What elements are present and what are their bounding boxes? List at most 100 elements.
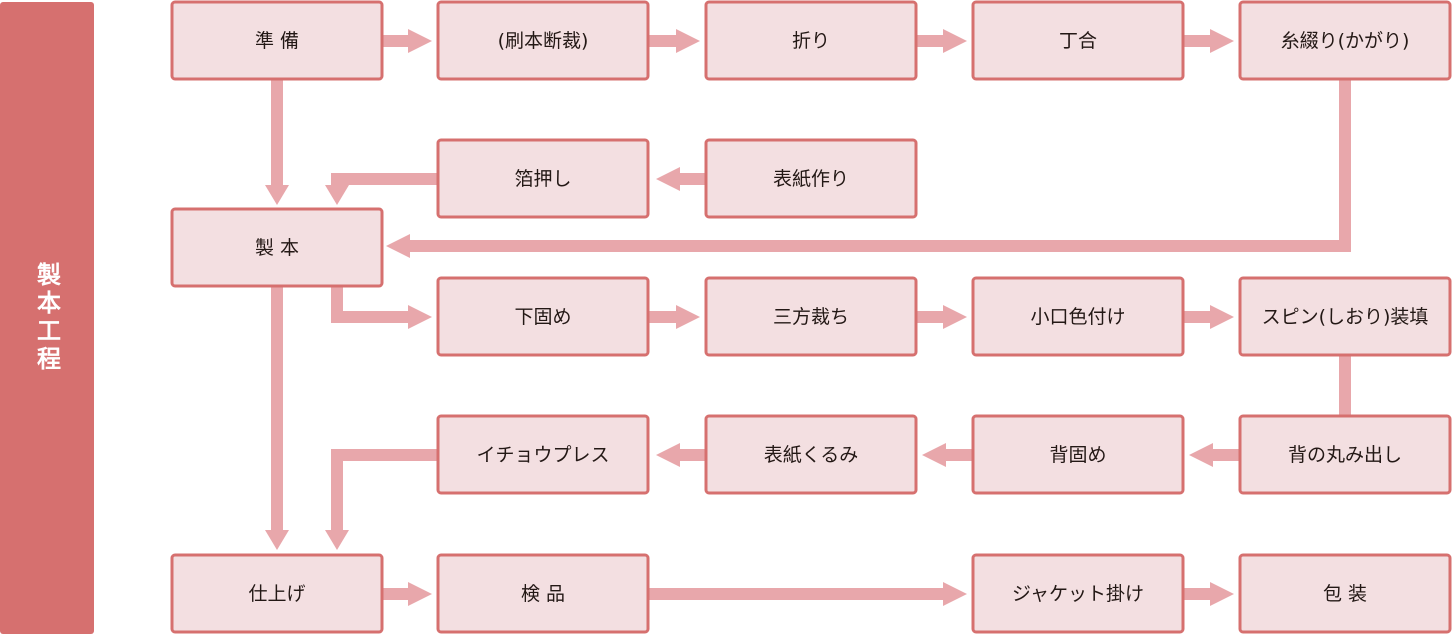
arrowhead xyxy=(943,582,967,606)
step-label: (刷本断裁) xyxy=(498,30,589,52)
arrow-kurumi-to-ichou xyxy=(656,443,706,467)
step-hyoshi: 表紙作り xyxy=(704,138,918,219)
step-box xyxy=(1238,414,1452,495)
step-label: イチョウプレス xyxy=(476,444,609,466)
step-box xyxy=(1238,0,1452,81)
step-marumi: 背の丸み出し xyxy=(1238,414,1452,495)
arrow-ori-to-chogo xyxy=(916,29,967,53)
arrowhead xyxy=(408,582,432,606)
arrow-seihon-to-shitagatame xyxy=(331,286,432,329)
step-sanpo: 三方裁ち xyxy=(704,276,918,357)
connectors xyxy=(265,29,1351,606)
step-box xyxy=(170,0,384,81)
step-label: 三方裁ち xyxy=(773,306,849,328)
step-label: 表紙くるみ xyxy=(764,444,859,466)
step-surihon: (刷本断裁) xyxy=(436,0,650,81)
arrowhead xyxy=(1210,305,1234,329)
arrowhead xyxy=(1210,582,1234,606)
step-label: ジャケット掛け xyxy=(1012,583,1144,605)
step-box xyxy=(436,276,650,357)
arrowhead xyxy=(265,185,289,205)
step-seihon: 製 本 xyxy=(170,207,384,288)
step-box xyxy=(1238,276,1452,357)
step-box xyxy=(436,138,650,219)
arrow-hakuoshi-to-seihon xyxy=(325,173,438,205)
step-label: 丁合 xyxy=(1059,30,1097,52)
arrow-segatame-to-kurumi xyxy=(922,443,973,467)
arrow-line xyxy=(410,79,1351,252)
arrowhead xyxy=(656,443,680,467)
step-ori: 折り xyxy=(704,0,918,81)
step-itotoji: 糸綴り(かがり) xyxy=(1238,0,1452,81)
arrowhead xyxy=(943,29,967,53)
step-box xyxy=(170,553,384,634)
arrowhead xyxy=(386,234,410,258)
arrow-itotoji-to-seihon xyxy=(386,79,1351,258)
step-shitagatame: 下固め xyxy=(436,276,650,357)
arrow-kenpin-to-jacket xyxy=(648,582,967,606)
step-chogo: 丁合 xyxy=(971,0,1185,81)
arrowhead xyxy=(943,305,967,329)
arrowhead xyxy=(265,530,289,550)
step-shiage: 仕上げ xyxy=(170,553,384,634)
arrow-line xyxy=(331,449,438,530)
step-label: 下固め xyxy=(514,306,571,328)
step-box xyxy=(704,276,918,357)
arrow-shitagatame-to-sanpo xyxy=(648,305,700,329)
step-box xyxy=(170,207,384,288)
step-label: 検 品 xyxy=(521,583,565,605)
arrow-shiage-to-kenpin xyxy=(382,582,432,606)
arrowhead xyxy=(408,29,432,53)
arrow-ichou-to-shiage xyxy=(325,449,438,550)
arrowhead xyxy=(1210,29,1234,53)
step-box xyxy=(436,553,650,634)
arrowhead xyxy=(656,167,680,191)
step-spin: スピン(しおり)装填 xyxy=(1238,276,1452,357)
step-box xyxy=(971,0,1185,81)
step-hoso: 包 装 xyxy=(1238,553,1452,634)
step-box xyxy=(436,0,650,81)
step-box xyxy=(436,414,650,495)
arrow-marumi-to-segatame xyxy=(1189,443,1240,467)
step-kurumi: 表紙くるみ xyxy=(704,414,918,495)
arrow-junbi-to-seihon xyxy=(265,79,289,205)
arrow-jacket-to-hoso xyxy=(1183,582,1234,606)
step-box xyxy=(704,138,918,219)
step-label: 箔押し xyxy=(514,168,571,190)
sidebar-title: 製本工程 xyxy=(32,262,61,374)
step-label: 折り xyxy=(792,30,830,52)
step-junbi: 準 備 xyxy=(170,0,384,81)
step-jacket: ジャケット掛け xyxy=(971,553,1185,634)
step-label: 仕上げ xyxy=(248,583,305,605)
sidebar-process-label: 製本工程 xyxy=(0,2,94,634)
step-box xyxy=(971,276,1185,357)
step-label: 小口色付け xyxy=(1030,306,1125,328)
step-box xyxy=(1238,553,1452,634)
arrowhead xyxy=(325,185,349,205)
arrow-sanpo-to-koguchi xyxy=(916,305,967,329)
step-label: 表紙作り xyxy=(773,168,849,190)
step-kenpin: 検 品 xyxy=(436,553,650,634)
arrowhead xyxy=(676,305,700,329)
step-box xyxy=(704,0,918,81)
arrow-surihon-to-ori xyxy=(648,29,700,53)
step-box xyxy=(704,414,918,495)
step-label: 包 装 xyxy=(1323,583,1367,605)
arrow-seihon-to-shiage xyxy=(265,286,289,550)
step-box xyxy=(971,414,1185,495)
arrowhead xyxy=(325,530,349,550)
step-hakuoshi: 箔押し xyxy=(436,138,650,219)
arrowhead xyxy=(408,305,432,329)
step-ichou: イチョウプレス xyxy=(436,414,650,495)
arrow-koguchi-to-spin xyxy=(1183,305,1234,329)
step-label: 製 本 xyxy=(255,237,299,259)
arrowhead xyxy=(676,29,700,53)
arrow-chogo-to-itotoji xyxy=(1183,29,1234,53)
step-label: 背固め xyxy=(1049,444,1106,466)
arrow-junbi-to-surihon xyxy=(382,29,432,53)
arrow-line xyxy=(331,173,438,185)
step-label: 糸綴り(かがり) xyxy=(1281,30,1410,52)
step-segatame: 背固め xyxy=(971,414,1185,495)
step-label: 準 備 xyxy=(255,30,299,52)
